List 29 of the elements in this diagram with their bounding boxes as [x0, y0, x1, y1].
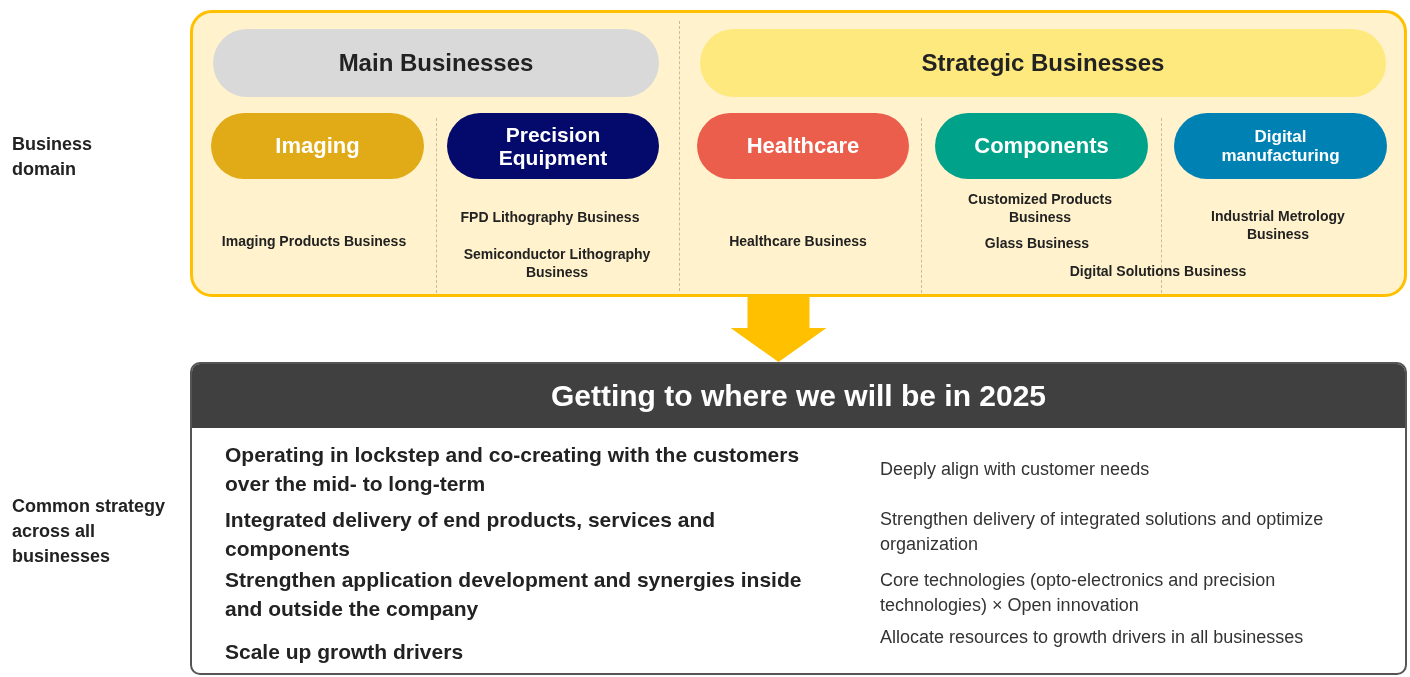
header-bar: Getting to where we will be in 2025 [192, 364, 1405, 428]
strategy-text: Operating in lockstep and co-creating with the customers over the mid- to long-term [225, 442, 801, 497]
business-label: Glass Business [983, 234, 1091, 252]
business-domain-panel [190, 10, 1407, 297]
strategy-text: Scale up growth drivers [225, 639, 465, 665]
strategy-text: Strengthen application development and synergies inside and outside the company [225, 567, 803, 622]
business-label: FPD Lithography Business [459, 208, 641, 226]
block-arrow [730, 297, 827, 362]
row-heading: Common strategy across all businesses [12, 495, 167, 568]
strategy-detail-text: Deeply align with customer needs [880, 458, 1151, 481]
strategy-detail-text: Strengthen delivery of integrated solutions and optimize organization [880, 508, 1325, 556]
strategy-box [190, 362, 1407, 675]
business-label: Digital Solutions Business [1068, 262, 1248, 280]
business-label: Semiconductor Lithography Business [462, 245, 652, 281]
category-pill: Strategic Businesses [700, 29, 1386, 97]
business-label: Industrial Metrology Business [1210, 207, 1346, 243]
strategy-detail-text: Core technologies (opto-electronics and precision technologies) × Open innovation [880, 569, 1277, 617]
strategy-text: Integrated delivery of end products, services and components [225, 507, 717, 562]
segment-pill: Digital manufacturing [1174, 113, 1387, 179]
segment-pill: Precision Equipment [447, 113, 659, 179]
category-pill: Main Businesses [213, 29, 659, 97]
business-label: Imaging Products Business [220, 232, 408, 250]
segment-pill: Components [935, 113, 1148, 179]
strategy-detail-text: Allocate resources to growth drivers in all businesses [880, 626, 1305, 649]
business-label: Customized Products Business [967, 190, 1113, 226]
segment-pill: Healthcare [697, 113, 909, 179]
row-heading: Business domain [12, 133, 94, 181]
segment-pill: Imaging [211, 113, 424, 179]
business-label: Healthcare Business [728, 232, 868, 250]
